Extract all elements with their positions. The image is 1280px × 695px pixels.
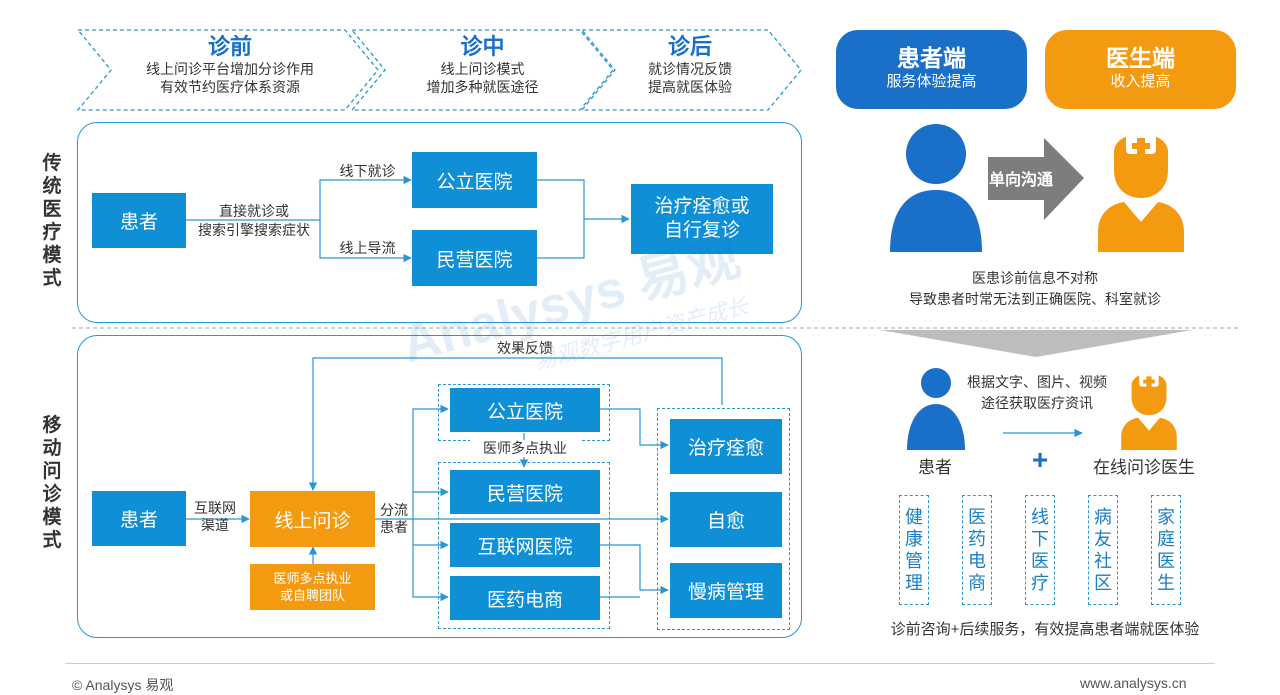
- divert-line1: 分流: [380, 502, 408, 518]
- stage-1: 诊前 线上问诊平台增加分诊作用 有效节约医疗体系资源: [115, 34, 345, 96]
- access-text: 根据文字、图片、视频 途径获取医疗资讯: [952, 372, 1122, 414]
- right-patient-label: 患者: [918, 458, 952, 477]
- trad-direct-line1: 直接就诊或: [219, 203, 289, 219]
- multi-site-label: 医师多点执业: [470, 440, 580, 457]
- mobile-section-label: 移动问诊模式: [42, 415, 62, 551]
- info-line2: 导致患者时常无法到正确医院、科室就诊: [909, 291, 1161, 307]
- stage-1-line2: 有效节约医疗体系资源: [160, 79, 300, 95]
- patient-icon: [890, 124, 982, 252]
- patient-side-title: 患者端: [897, 45, 966, 71]
- mobile-panel: [77, 335, 802, 638]
- stage-3: 诊后 就诊情况反馈 提高就医体验: [610, 34, 770, 96]
- info-text: 医患诊前信息不对称 导致患者时常无法到正确医院、科室就诊: [860, 268, 1210, 310]
- footer-right: www.analysys.cn: [1080, 675, 1187, 691]
- trad-online-label: 线上导流: [339, 240, 396, 256]
- outcome-group: [657, 408, 790, 630]
- service-family-doctor: 家庭医生: [1151, 495, 1181, 605]
- footer-left: © Analysys 易观: [72, 677, 174, 693]
- trad-offline-label: 线下就诊: [339, 163, 396, 179]
- info-line1: 医患诊前信息不对称: [972, 270, 1098, 286]
- stage-2-line2: 增加多种就医途径: [426, 79, 539, 95]
- online-consult-box: 线上问诊: [250, 491, 375, 547]
- self-heal-box: 自愈: [670, 492, 782, 547]
- trad-private-hospital-box: 民营医院: [412, 230, 537, 286]
- stage-1-title: 诊前: [207, 34, 252, 59]
- traditional-section-label: 传统医疗模式: [42, 153, 62, 289]
- doctor-side-sub: 收入提高: [1110, 73, 1171, 90]
- trad-direct-label: 直接就诊或 搜索引擎搜索症状: [186, 203, 322, 239]
- stage-chevron-2: [350, 29, 614, 111]
- doctor-icon: [1098, 134, 1184, 252]
- stage-chevron-3: [580, 29, 802, 111]
- stage-3-line1: 就诊情况反馈: [648, 61, 732, 77]
- access-line2: 途径获取医疗资讯: [981, 395, 1093, 411]
- stage-2: 诊中 线上问诊模式 增加多种就医途径: [385, 34, 580, 96]
- small-doctor-icon: [1121, 373, 1177, 450]
- one-way-label: 单向沟通: [988, 172, 1053, 189]
- one-way-arrow-shape: [988, 138, 1084, 220]
- team-line1: 医师多点执业: [273, 571, 352, 586]
- trad-patient-box: 患者: [92, 193, 186, 248]
- pharma-ecommerce-box: 医药电商: [450, 576, 600, 620]
- divert-line2: 患者: [380, 519, 408, 535]
- stage-2-line1: 线上问诊模式: [440, 61, 525, 77]
- team-line2: 或自聘团队: [279, 588, 345, 603]
- online-doctor-label: 在线问诊医生: [1093, 458, 1195, 477]
- trad-public-hospital-box: 公立医院: [412, 152, 537, 208]
- access-line1: 根据文字、图片、视频: [967, 374, 1107, 390]
- stage-3-line2: 提高就医体验: [648, 79, 732, 95]
- trad-result-line2: 自行复诊: [663, 220, 740, 241]
- service-health-management: 健康管理: [899, 495, 929, 605]
- divert-label: 分流 患者: [374, 502, 414, 536]
- trad-direct-line2: 搜索引擎搜索症状: [198, 222, 310, 238]
- footer-divider: [65, 663, 1215, 664]
- channel-label: 互联网 渠道: [186, 500, 244, 534]
- internet-hospital-box: 互联网医院: [450, 523, 600, 567]
- doctor-side-pill: 医生端 收入提高: [1045, 30, 1236, 109]
- down-funnel-shape: [880, 330, 1192, 357]
- doctor-team-box: 医师多点执业 或自聘团队: [250, 564, 375, 610]
- stage-chevron-1: [76, 29, 379, 111]
- trad-result-line1: 治疗痊愈或: [654, 196, 750, 217]
- chronic-box: 慢病管理: [670, 563, 782, 618]
- cure-box: 治疗痊愈: [670, 419, 782, 474]
- channel-line2: 渠道: [201, 517, 229, 533]
- doctor-side-title: 医生端: [1106, 45, 1175, 71]
- small-patient-icon: [907, 368, 965, 450]
- summary-text: 诊前咨询+后续服务，有效提高患者端就医体验: [890, 621, 1200, 638]
- stage-3-title: 诊后: [667, 34, 712, 59]
- service-patient-community: 病友社区: [1088, 495, 1118, 605]
- service-pharma-ecommerce: 医药电商: [962, 495, 992, 605]
- hospital-group: [438, 462, 610, 629]
- patient-side-pill: 患者端 服务体验提高: [836, 30, 1027, 109]
- mobile-private-hospital-box: 民营医院: [450, 470, 600, 514]
- service-offline-medical: 线下医疗: [1025, 495, 1055, 605]
- traditional-panel: [77, 122, 802, 323]
- mobile-patient-box: 患者: [92, 491, 186, 546]
- feedback-label: 效果反馈: [497, 340, 553, 356]
- stage-1-line1: 线上问诊平台增加分诊作用: [146, 61, 314, 77]
- plus-sign: +: [1031, 444, 1049, 475]
- patient-side-sub: 服务体验提高: [886, 73, 977, 90]
- channel-line1: 互联网: [194, 500, 236, 516]
- trad-result-box: 治疗痊愈或 自行复诊: [631, 184, 773, 254]
- stage-2-title: 诊中: [460, 34, 505, 59]
- mobile-public-hospital-box: 公立医院: [450, 388, 600, 432]
